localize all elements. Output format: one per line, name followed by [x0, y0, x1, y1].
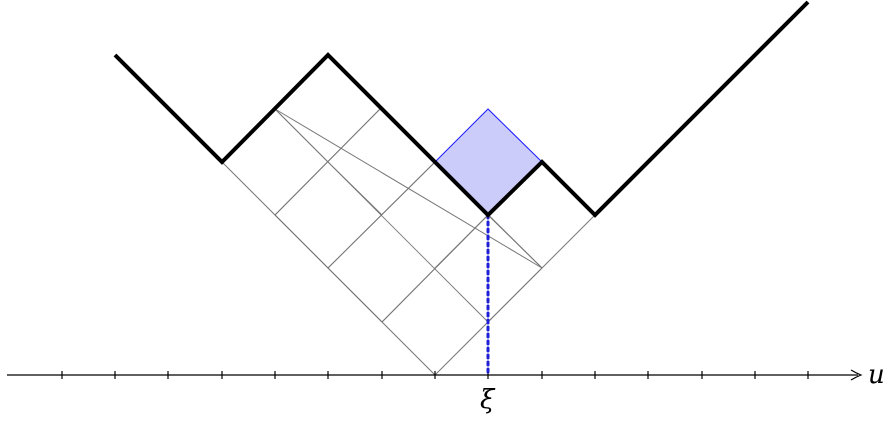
grid-line	[382, 215, 542, 375]
axis-label-u: u	[868, 360, 885, 390]
grid-line	[382, 215, 542, 375]
grid-line	[382, 215, 542, 375]
grid-line	[487, 267, 543, 323]
grid-line	[327, 161, 436, 269]
xi-label: ξ	[480, 385, 496, 415]
grid-line	[382, 215, 542, 375]
grid-line	[274, 108, 381, 216]
grid-line	[382, 215, 542, 375]
highlighted-box	[434, 108, 543, 216]
grid-line	[434, 214, 489, 269]
grid-line	[487, 214, 543, 269]
profile-path	[113, 0, 810, 218]
x-axis-arrowhead	[850, 369, 863, 381]
x-axis	[7, 369, 863, 381]
grid-line	[382, 215, 542, 375]
grid-line	[382, 215, 542, 375]
grid-line	[382, 215, 542, 375]
grid-line	[274, 214, 383, 323]
